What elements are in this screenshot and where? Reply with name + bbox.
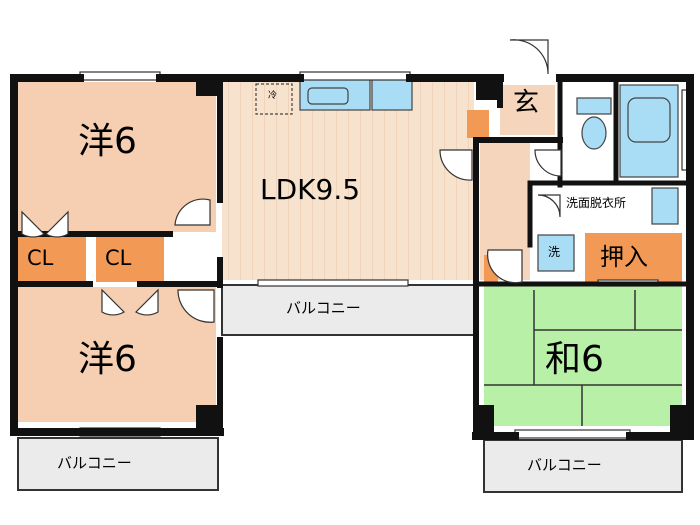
walls [10,74,694,440]
room-label-entrance: 玄 [513,88,540,118]
tatami-lines [484,290,682,426]
room-label-ldk: LDK9.5 [260,173,361,206]
storage-label: 押入 [600,243,648,271]
japanese-room-floor [484,286,682,426]
washroom-label: 洗面脱衣所 [566,196,627,210]
balcony-left [17,437,219,491]
toilet-tank [576,97,612,115]
fridge-label: 冷 [268,91,278,101]
sink-basin [307,87,349,105]
balcony-label-left: バルコニー [57,454,132,472]
entrance-shoebox [467,110,489,138]
fixtures [255,77,679,272]
bathtub-inner [627,97,671,143]
room-label-japanese: 和6 [545,339,604,380]
washbasin [651,187,679,225]
room-label-western-bottom: 洋6 [78,339,137,380]
closet-left-box [18,236,86,282]
fridge-space [255,83,293,115]
room-label-western-top: 洋6 [78,121,137,162]
balcony-label-right: バルコニー [527,456,602,474]
storage-box [585,233,682,283]
toilet-bowl [581,116,607,150]
closet-label-right: CL [105,246,132,270]
entrance-floor [500,85,555,135]
doors [21,39,562,323]
washer-box [537,234,575,272]
closet-label-left: CL [27,246,54,270]
closets [18,110,682,283]
closet-right-box [96,236,164,282]
balcony-right [483,439,683,493]
ldk-floor-hatch [222,80,474,280]
balcony-label-center: バルコニー [286,299,361,317]
kitchen-stove [371,77,413,111]
washer-label: 洗 [548,245,561,259]
